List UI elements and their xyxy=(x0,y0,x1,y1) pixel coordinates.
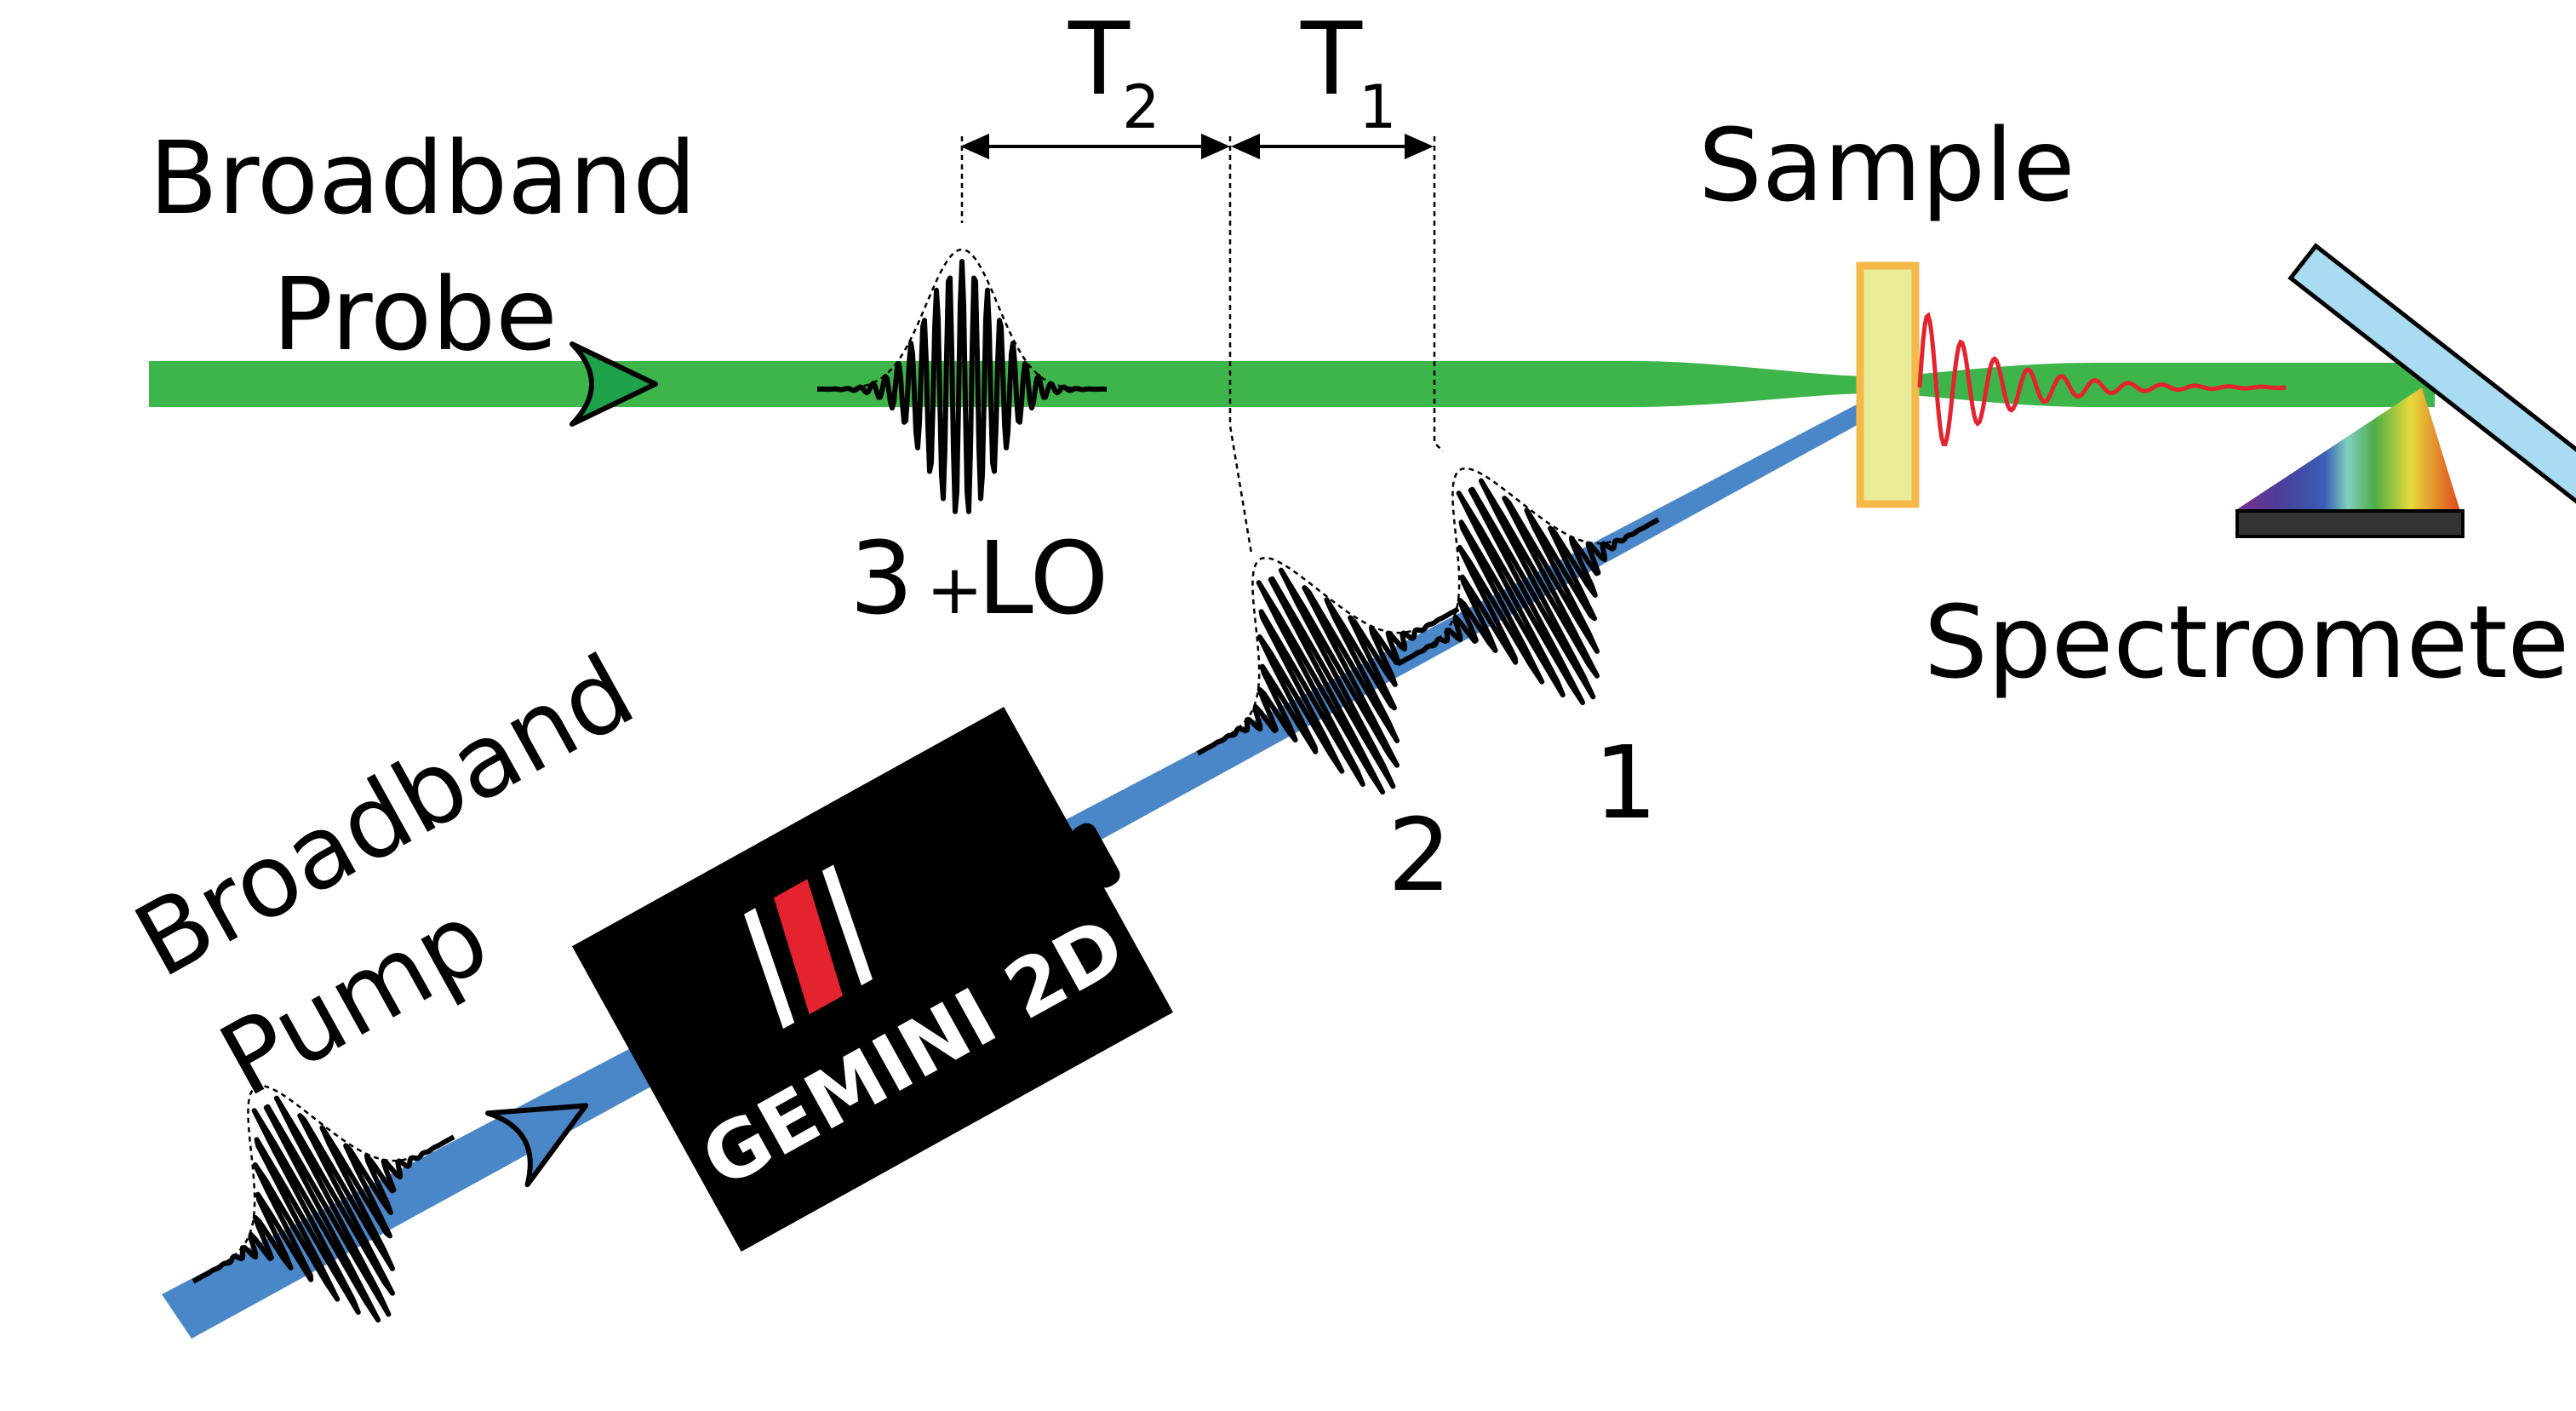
dispersed-spectrum xyxy=(2235,387,2460,511)
sample-label: Sample xyxy=(1698,106,2075,224)
probe-beam xyxy=(149,361,2435,407)
spectrometer-detector xyxy=(2235,509,2464,538)
pulse-1 xyxy=(1396,467,1660,706)
gemini-device: GEMINI 2D xyxy=(571,707,1174,1252)
pulse-3-plus: + xyxy=(926,550,983,629)
t2-subscript: 2 xyxy=(1122,72,1160,142)
t1-subscript: 1 xyxy=(1359,72,1397,142)
pulse-3-lo-label: LO xyxy=(977,519,1108,637)
delay-projection-lines xyxy=(960,136,1444,554)
mirror xyxy=(2287,243,2576,507)
pulse-oscillation xyxy=(1396,478,1660,706)
emitted-signal xyxy=(1917,312,2287,446)
pulse-envelope xyxy=(816,248,1108,391)
pulse-oscillation xyxy=(192,1095,455,1323)
spectrometer-label: Spectrometer xyxy=(1924,583,2576,701)
pump-direction-arrow-icon xyxy=(484,1103,589,1188)
pulse-3-number: 3 xyxy=(850,519,913,637)
pulse-3-lo xyxy=(816,248,1108,514)
probe-label-line1: Broadband xyxy=(149,119,696,237)
t2-label: T xyxy=(1068,0,1131,118)
delay-arrows xyxy=(960,133,1434,160)
pulse-oscillation xyxy=(816,259,1108,514)
pulse-2 xyxy=(1196,556,1460,795)
pulse-1-label: 1 xyxy=(1594,724,1657,841)
probe-direction-arrow-icon xyxy=(570,341,658,427)
probe-label-line2: Probe xyxy=(272,255,558,373)
pump-input-pulse xyxy=(192,1084,455,1323)
pulse-2-label: 2 xyxy=(1388,796,1451,914)
device-logo-icon xyxy=(744,864,873,1030)
pulse-oscillation xyxy=(1196,567,1460,795)
t1-label: T xyxy=(1300,0,1363,118)
sample-cell xyxy=(1856,261,1920,508)
